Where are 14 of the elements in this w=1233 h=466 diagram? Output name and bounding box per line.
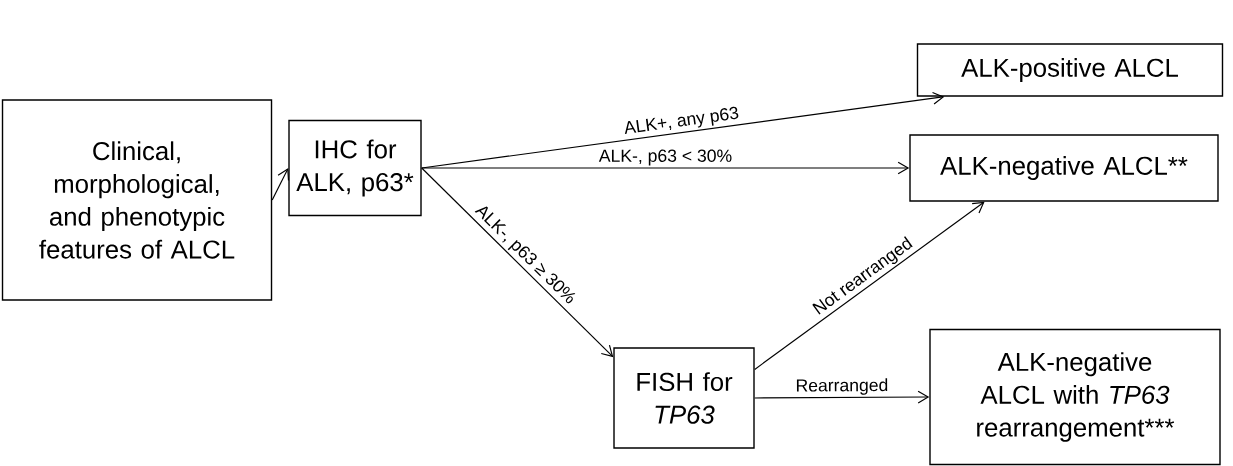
process-box: FISH for TP63: [613, 347, 755, 449]
arrow: [421, 167, 614, 358]
arrow: [754, 201, 985, 370]
process-box: Clinical, morphological, and phenotypic features of ALCL: [1, 99, 273, 301]
arrow: [754, 390, 930, 404]
process-box: ALK-negative ALCL**: [909, 134, 1219, 202]
edge-label: ALK-, p63 < 30%: [598, 149, 732, 166]
arrow: [421, 161, 910, 175]
arrow: [271, 168, 290, 201]
process-box: ALK-negative ALCL with TP63 rearrangement***: [929, 328, 1221, 466]
edge-label: ALK+, any p63: [624, 106, 739, 134]
edge-label: Rearranged: [796, 378, 888, 395]
process-box: ALK-positive ALCL: [916, 43, 1224, 97]
process-box: IHC for ALK, p63*: [288, 119, 422, 217]
